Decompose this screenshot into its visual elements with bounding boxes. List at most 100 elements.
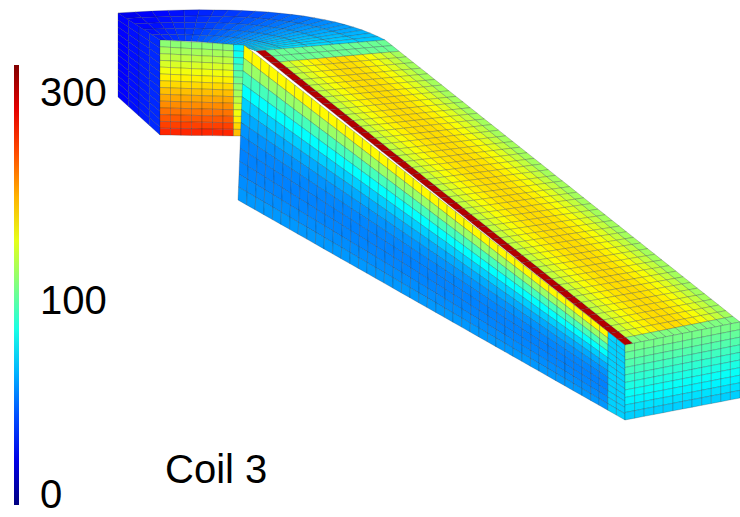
mesh-cell <box>654 405 664 414</box>
mesh-cell <box>181 68 192 75</box>
mesh-cell <box>181 129 192 136</box>
mesh-cell <box>247 192 256 210</box>
mesh-cell <box>192 69 203 76</box>
mesh-cell <box>171 81 182 88</box>
mesh-cell <box>426 80 442 87</box>
mesh-cell <box>454 102 470 109</box>
mesh-cell <box>367 263 376 279</box>
mesh-cell <box>156 17 173 23</box>
mesh-cell <box>184 16 197 22</box>
mesh-cell <box>376 40 392 46</box>
mesh-cell <box>168 10 184 17</box>
mesh-cell <box>213 109 224 116</box>
mesh-cell <box>181 108 192 115</box>
mesh-cell <box>462 318 471 332</box>
mesh-cell <box>234 64 245 71</box>
mesh-cell <box>453 313 462 327</box>
mesh-cell <box>223 123 234 130</box>
mesh-cell <box>213 63 224 70</box>
mesh-cell <box>234 51 245 58</box>
mesh-cell <box>476 119 492 126</box>
mesh-cell <box>213 122 224 129</box>
mesh-cell <box>315 232 324 249</box>
mesh-cell <box>192 89 203 96</box>
mesh-cell <box>171 101 182 108</box>
mesh-cell <box>404 63 420 70</box>
mesh-cell <box>384 273 393 288</box>
mesh-cell <box>192 42 203 49</box>
mesh-cell <box>192 122 203 129</box>
mesh-cell <box>213 89 224 96</box>
mesh-cell <box>202 116 213 123</box>
mesh-cell <box>223 116 234 123</box>
bend-end-face <box>160 40 244 136</box>
mesh-cell <box>281 212 290 229</box>
mesh-cell <box>213 96 224 103</box>
mesh-cell <box>171 128 182 135</box>
mesh-cell <box>213 70 224 77</box>
mesh-cell <box>234 57 245 64</box>
mesh-cell <box>160 121 171 128</box>
mesh-cell <box>255 197 264 215</box>
mesh-cell <box>192 55 203 62</box>
mesh-cell <box>160 40 171 47</box>
mesh-cell <box>223 70 234 77</box>
mesh-cell <box>160 88 171 95</box>
coil-mesh <box>118 10 740 420</box>
mesh-cell <box>170 16 184 22</box>
mesh-cell <box>202 43 213 50</box>
bend-top-face <box>118 10 385 51</box>
mesh-cell <box>181 115 192 122</box>
mesh-cell <box>223 96 234 103</box>
mesh-cell <box>152 10 171 17</box>
mesh-cell <box>213 129 224 136</box>
mesh-cell <box>181 61 192 68</box>
mesh-cell <box>223 90 234 97</box>
mesh-cell <box>175 29 185 35</box>
mesh-cell <box>436 303 445 317</box>
mesh-cell <box>616 409 625 420</box>
scale-value: 0 <box>40 474 62 514</box>
side-face <box>238 45 625 420</box>
mesh-cell <box>272 207 281 224</box>
mesh-cell <box>223 77 234 84</box>
mesh-cell <box>223 50 234 57</box>
mesh-cell <box>160 74 171 81</box>
mesh-cell <box>487 333 496 347</box>
mesh-cell <box>192 62 203 69</box>
mesh-cell <box>139 109 150 126</box>
mesh-cell <box>177 35 185 41</box>
mesh-cell <box>181 82 192 89</box>
mesh-cell <box>192 102 203 109</box>
mesh-cell <box>213 50 224 57</box>
mesh-cell <box>202 69 213 76</box>
mesh-cell <box>181 88 192 95</box>
mesh-cell <box>444 308 453 322</box>
mesh-cell <box>171 108 182 115</box>
mesh-cell <box>171 115 182 122</box>
mesh-cell <box>692 398 702 407</box>
mesh-cell <box>160 81 171 88</box>
mesh-cell <box>181 75 192 82</box>
mesh-cell <box>468 113 484 120</box>
mesh-cell <box>522 353 531 366</box>
mesh-cell <box>173 22 185 28</box>
mesh-cell <box>539 363 548 376</box>
mesh-cell <box>202 102 213 109</box>
mesh-cell <box>213 83 224 90</box>
mesh-cell <box>171 61 182 68</box>
mesh-cell <box>376 268 385 283</box>
mesh-cell <box>202 122 213 129</box>
top-face <box>256 40 740 345</box>
mesh-cell <box>171 68 182 75</box>
mesh-cell <box>223 64 234 71</box>
mesh-cell <box>513 348 522 361</box>
mesh-cell <box>171 54 182 61</box>
mesh-cell <box>223 83 234 90</box>
mesh-cell <box>192 82 203 89</box>
mesh-cell <box>383 46 399 53</box>
mesh-cell <box>358 258 367 274</box>
mesh-cell <box>264 202 273 219</box>
mesh-cell <box>427 298 436 313</box>
